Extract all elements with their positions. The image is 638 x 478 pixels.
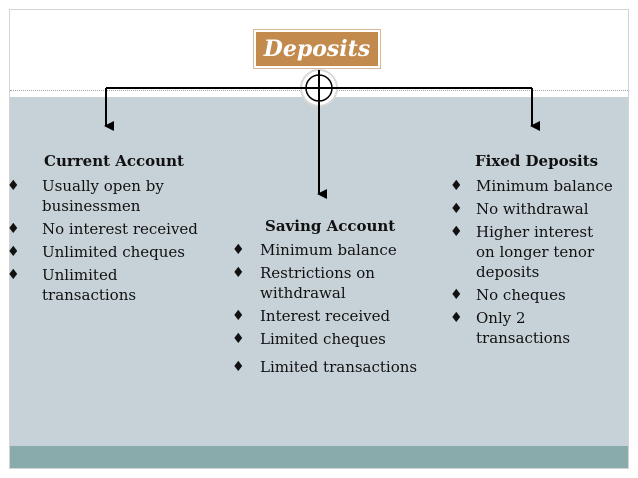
list-item: ♦Minimum balance (232, 241, 397, 259)
saving-account-list: ♦Minimum balance ♦Restrictions on withdr… (232, 240, 420, 377)
title-box: Deposits (254, 30, 380, 68)
diamond-bullet-icon: ♦ (450, 287, 463, 303)
list-item: ♦No withdrawal (450, 200, 589, 218)
list-item: ♦No interest received (7, 220, 198, 238)
list-item: ♦Unlimited cheques (7, 243, 185, 261)
list-item: ♦Limited transactions (232, 358, 418, 376)
diamond-bullet-icon: ♦ (232, 308, 245, 324)
saving-account-heading: Saving Account (265, 217, 396, 235)
list-item: ♦Only 2 transactions (450, 309, 571, 347)
list-item: ♦Higher interest on longer tenor deposit… (450, 223, 595, 281)
diamond-bullet-icon: ♦ (7, 267, 20, 283)
diamond-bullet-icon: ♦ (232, 265, 245, 281)
list-item: ♦Interest received (232, 307, 391, 325)
diamond-bullet-icon: ♦ (450, 178, 463, 194)
current-account-heading: Current Account (44, 152, 184, 170)
list-item: ♦Restrictions on withdrawal (232, 264, 375, 302)
diamond-bullet-icon: ♦ (232, 242, 245, 258)
diamond-bullet-icon: ♦ (7, 178, 20, 194)
fixed-deposits-heading: Fixed Deposits (475, 152, 599, 170)
diamond-bullet-icon: ♦ (7, 244, 20, 260)
diamond-bullet-icon: ♦ (450, 310, 463, 326)
list-item: ♦No cheques (450, 286, 566, 304)
diamond-bullet-icon: ♦ (450, 224, 463, 240)
diamond-bullet-icon: ♦ (450, 201, 463, 217)
diamond-bullet-icon: ♦ (7, 221, 20, 237)
diamond-bullet-icon: ♦ (232, 359, 245, 375)
list-item: ♦Limited cheques (232, 330, 386, 348)
footer-band (10, 446, 628, 468)
list-item: ♦Unlimited transactions (7, 266, 137, 304)
fixed-deposits-list: ♦Minimum balance ♦No withdrawal ♦Higher … (450, 176, 618, 348)
current-account-list: ♦Usually open by businessmen ♦No interes… (7, 176, 212, 305)
list-item: ♦Minimum balance (450, 177, 613, 195)
diamond-bullet-icon: ♦ (232, 331, 245, 347)
list-item: ♦Usually open by businessmen (7, 177, 164, 215)
